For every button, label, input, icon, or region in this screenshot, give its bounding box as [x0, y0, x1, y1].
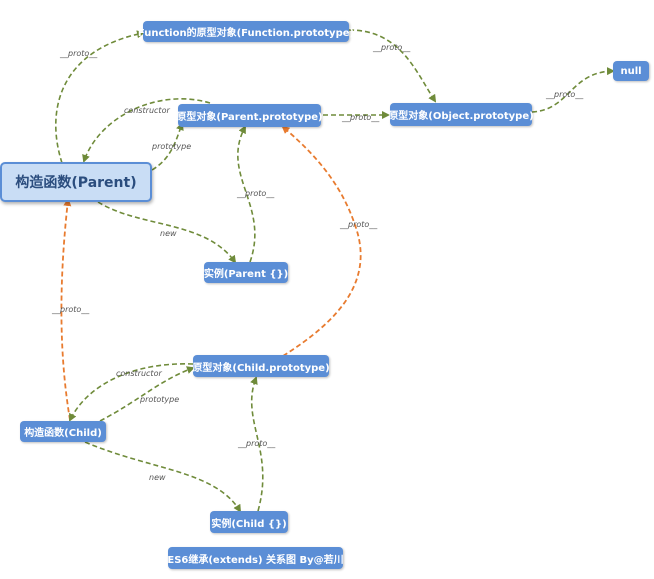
edge-object-proto-to-null	[531, 67, 615, 113]
edge-parent-ctor-new	[97, 201, 237, 264]
node-parent-instance[interactable]: 实例(Parent {})	[204, 262, 288, 283]
edge-label-new: new	[149, 473, 166, 482]
edge-label-proto: __proto__	[236, 189, 275, 198]
node-null[interactable]: null	[613, 61, 649, 81]
diagram-caption: ES6继承(extends) 关系图 By@若川	[167, 547, 344, 569]
edge-label-new: new	[160, 229, 177, 238]
edge-label-prototype: prototype	[151, 142, 191, 151]
node-child-instance[interactable]: 实例(Child {})	[210, 511, 288, 533]
node-parent-constructor[interactable]: 构造函数(Parent)	[0, 162, 152, 202]
edge-child-ctor-to-parent-ctor	[60, 198, 72, 421]
edge-label-proto: __proto__	[341, 113, 380, 122]
edge-function-proto-to-object-proto	[348, 29, 437, 103]
node-object-prototype[interactable]: 原型对象(Object.prototype)	[388, 103, 534, 126]
edge-label-proto: __proto__	[545, 90, 584, 99]
node-child-prototype[interactable]: 原型对象(Child.prototype)	[192, 355, 330, 377]
node-parent-prototype[interactable]: 原型对象(Parent.prototype)	[176, 104, 323, 127]
edge-label-prototype: prototype	[139, 395, 179, 404]
edge-label-proto: __proto__	[237, 439, 276, 448]
edge-label-proto: __proto__	[51, 305, 90, 314]
edge-child-proto-constructor	[69, 363, 194, 422]
edge-child-proto-to-parent-proto	[281, 125, 362, 357]
edge-parent-instance-proto	[237, 125, 256, 263]
edge-child-ctor-prototype	[99, 366, 195, 422]
edge-label-proto: __proto__	[59, 49, 98, 58]
edge-child-instance-proto	[250, 376, 264, 512]
edge-parent-ctor-to-function-proto	[55, 30, 145, 164]
node-child-constructor[interactable]: 构造函数(Child)	[20, 421, 106, 442]
edge-label-proto: __proto__	[339, 220, 378, 229]
edge-child-ctor-new	[84, 441, 242, 513]
edge-label-proto: __proto__	[372, 43, 411, 52]
edge-parent-proto-constructor	[82, 98, 211, 163]
edge-label-constructor: constructor	[124, 106, 170, 115]
edge-parent-ctor-prototype	[151, 122, 184, 171]
edge-label-constructor: constructor	[116, 369, 162, 378]
node-function-prototype[interactable]: Function的原型对象(Function.prototype)	[138, 21, 354, 42]
